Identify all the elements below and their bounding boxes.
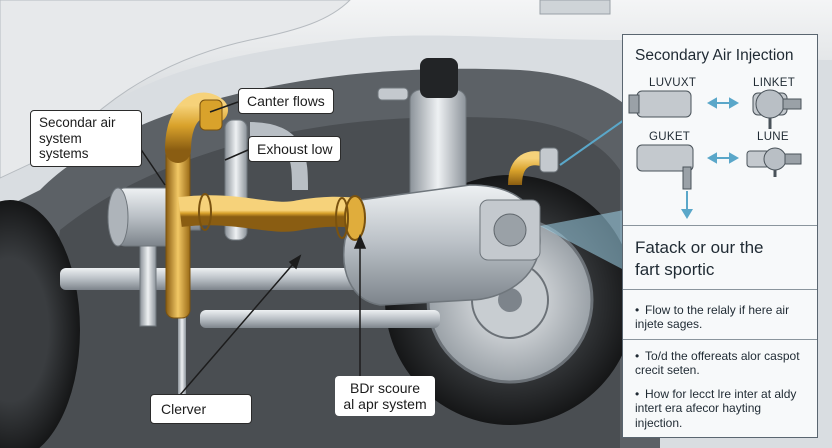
label-luvuxt: LUVUXT [649,77,697,89]
bullet-item: •Flow to the relaly if here air injete s… [635,303,790,332]
panel-subtitle-1: Fatack or our the [635,238,764,257]
callout-exhaust-low: Exhoust low [248,136,342,163]
label-guket: GUKET [649,131,691,143]
gold-pipe-vertical [165,139,191,319]
info-panel: Secondary Air Injection LUVUXT LINKET G [622,34,818,438]
label-linket: LINKET [753,77,796,89]
bullet-item: •How for lecct lre inter at aldy intert … [635,387,797,430]
label-lune: LUNE [757,131,789,143]
panel-subtitle-2: fart sportic [635,260,715,279]
headlight [539,0,611,15]
callout-bdr-scoure: BDr scoure al apr system [335,376,435,417]
left-tire [0,200,80,448]
bullet-item: •To/d the offereats alor caspot crecit s… [635,349,800,378]
callout-clerver: Clerver [150,394,252,425]
valve-diagram [628,89,802,219]
callout-secondary-air: Secondar air system systems [30,110,142,167]
panel-title: Secondary Air Injection [635,47,794,64]
highlight-beam [540,210,624,270]
callout-canter-flows: Canter flows [238,88,334,115]
gold-pipe-horizontal [178,195,362,232]
